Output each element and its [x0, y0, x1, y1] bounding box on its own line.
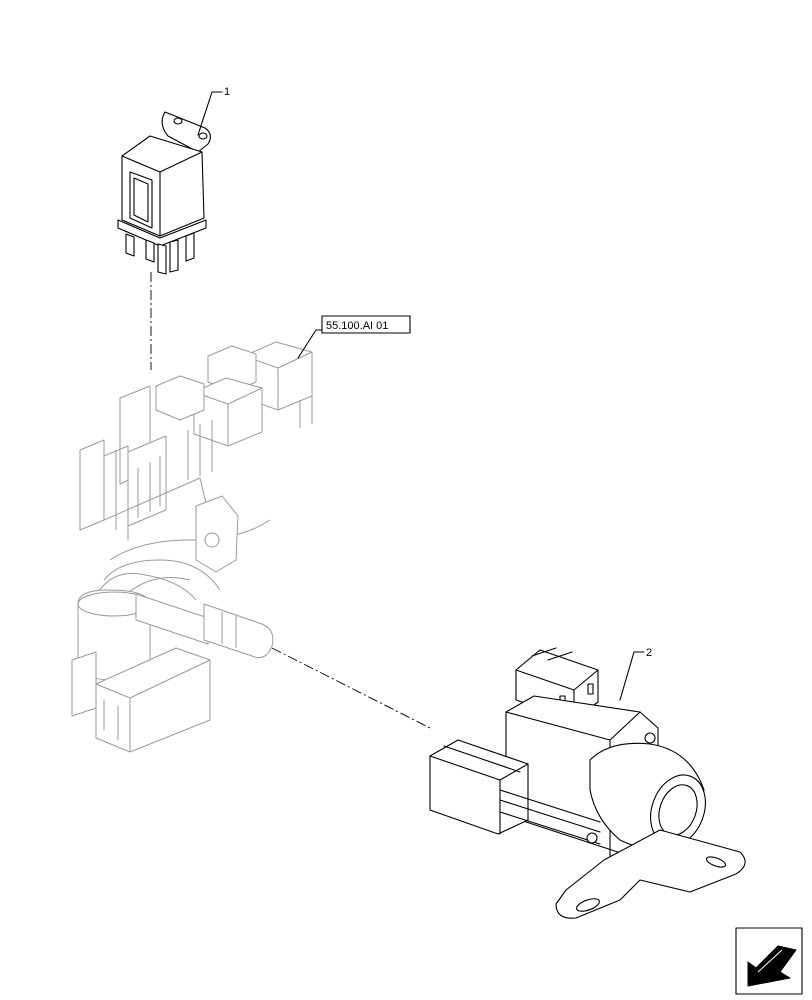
relay-box-assembly	[71, 341, 313, 753]
connector-part-2[interactable]	[429, 647, 746, 919]
relay-part-1[interactable]	[117, 111, 211, 275]
reference-label: 55.100.AI 01	[326, 320, 388, 332]
callout-item-2: 2	[646, 647, 652, 659]
arrow-icon[interactable]	[735, 927, 803, 995]
reference-callout[interactable]: 55.100.AI 01	[297, 315, 411, 359]
callout-item-1: 1	[224, 86, 230, 98]
